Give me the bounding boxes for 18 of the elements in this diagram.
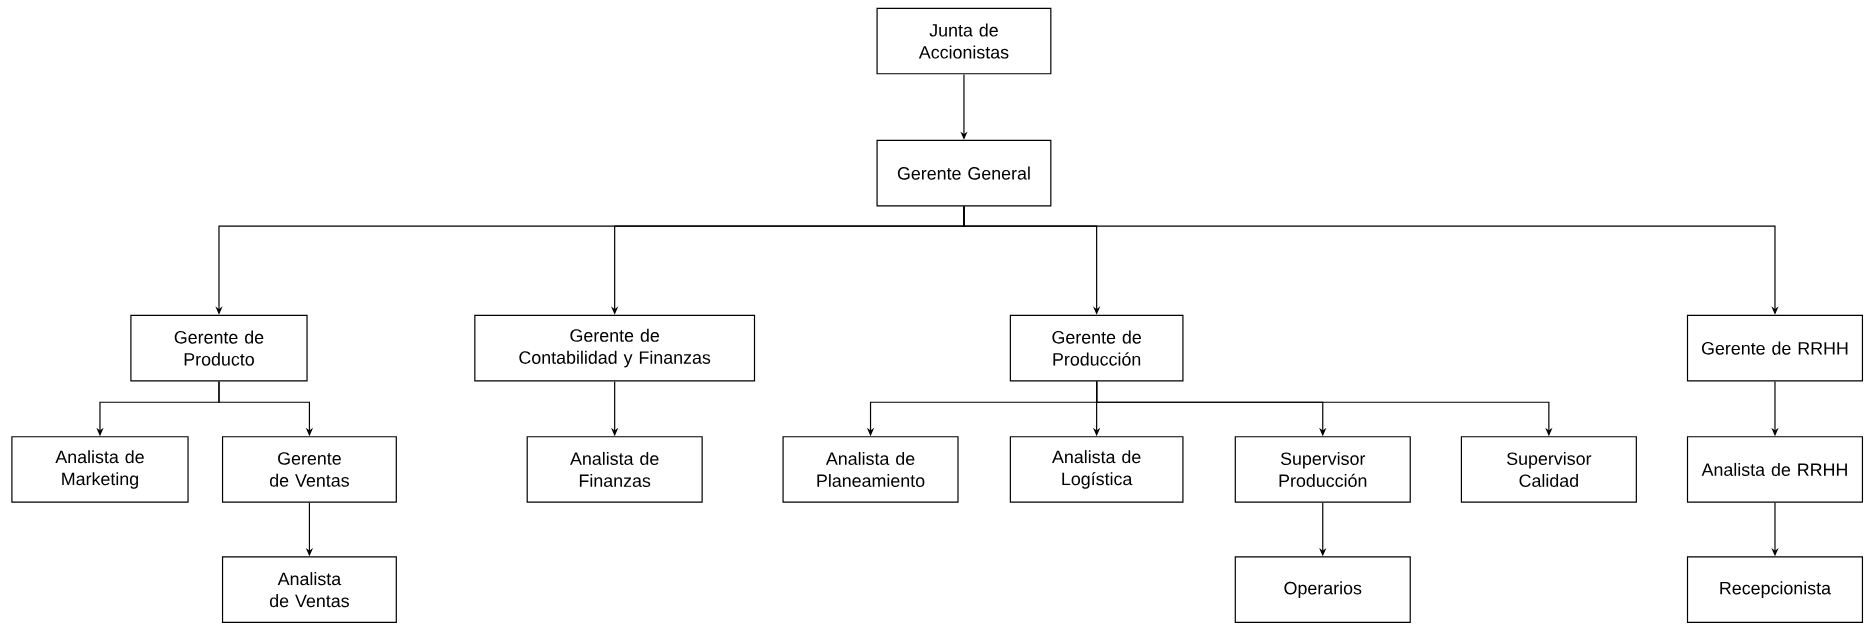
org-box: Operarios	[1234, 556, 1411, 624]
org-box: Analista de Finanzas	[526, 436, 703, 503]
org-box: Analista de Logística	[1009, 436, 1184, 503]
org-box: Recepcionista	[1686, 556, 1864, 624]
org-box: Gerente General	[876, 140, 1052, 207]
org-box: Junta de Accionistas	[876, 7, 1052, 75]
org-box: Analista de RRHH	[1686, 436, 1864, 503]
org-box: Gerente de Producto	[130, 314, 308, 382]
org-box: Gerente de RRHH	[1686, 314, 1864, 382]
org-box: Analista de Marketing	[11, 436, 189, 503]
org-box: Gerente de Contabilidad y Finanzas	[474, 314, 756, 382]
org-box: Analista de Ventas	[221, 556, 397, 624]
org-box: Analista de Planeamiento	[782, 436, 959, 503]
org-box: Gerente de Producción	[1009, 314, 1184, 382]
org-box: Supervisor Calidad	[1460, 436, 1637, 503]
org-box: Supervisor Producción	[1234, 436, 1411, 503]
connector-arrow	[963, 206, 1779, 315]
org-box: Gerente de Ventas	[221, 436, 397, 503]
